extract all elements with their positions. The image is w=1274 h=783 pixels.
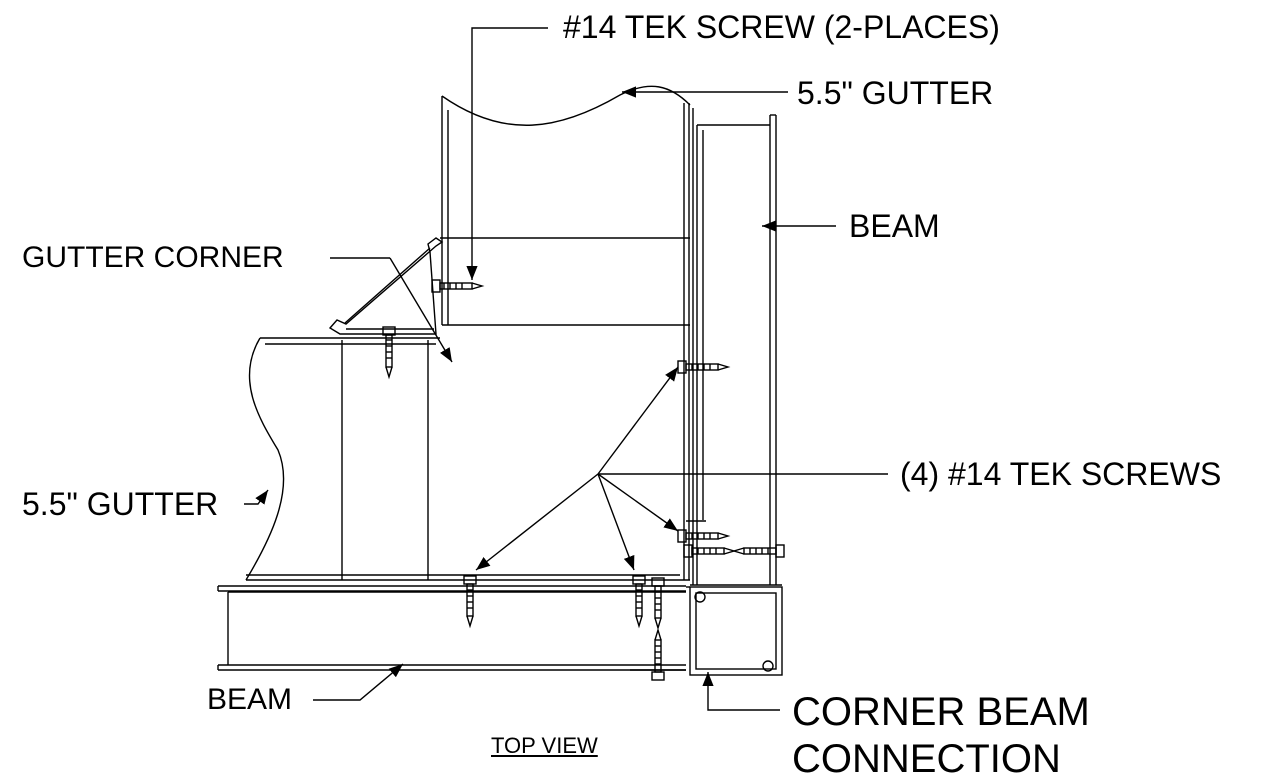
label-gutter-corner: GUTTER CORNER [22, 241, 284, 274]
tek-screw-vertical-pair [651, 577, 665, 681]
tek-screw-right-lower [677, 529, 731, 543]
leader-corner-beam [702, 672, 780, 711]
label-beam-bottom: BEAM [207, 683, 293, 716]
label-gutter-left: 5.5" GUTTER [22, 486, 219, 522]
upper-gutter [440, 85, 694, 585]
leader-tek-screws-4 [475, 366, 888, 571]
leader-tek-screw-2 [466, 27, 548, 280]
label-corner-beam-line1: CORNER BEAM [792, 690, 1090, 734]
tek-screw-horizontal-pair [683, 544, 785, 558]
label-corner-beam-line2: CONNECTION [792, 737, 1061, 781]
leader-gutter-corner [330, 257, 453, 363]
label-tek-screw-2-places: #14 TEK SCREW (2-PLACES) [563, 9, 1000, 45]
corner-connection-box [686, 586, 783, 676]
tek-screw-bottom-mid [632, 575, 646, 629]
label-gutter-top: 5.5" GUTTER [797, 75, 994, 111]
leader-gutter-left [244, 489, 269, 505]
right-beam [686, 114, 782, 586]
tek-screw-bottom-left [463, 575, 477, 629]
label-beam-right: BEAM [849, 208, 940, 244]
gutter-corner-piece [328, 237, 444, 335]
tek-screw-left [382, 326, 396, 380]
leader-beam-bottom [313, 663, 404, 701]
view-title: TOP VIEW [491, 733, 598, 758]
tek-screw-upper [431, 279, 485, 293]
label-tek-screws-4: (4) #14 TEK SCREWS [900, 456, 1222, 492]
left-gutter [245, 337, 690, 581]
bottom-beam [217, 585, 686, 671]
